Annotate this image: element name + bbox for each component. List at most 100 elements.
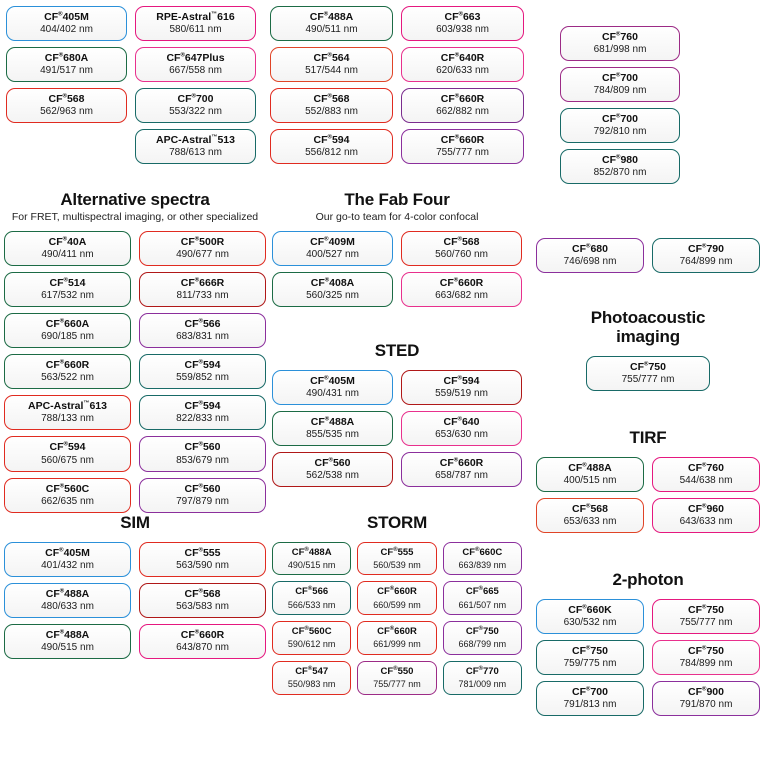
dye-name: CF®660A	[45, 318, 90, 331]
dye-spectra-values: 630/532 nm	[563, 616, 617, 628]
registered-mark-icon: ®	[304, 546, 309, 553]
dye-name: CF®750	[688, 603, 724, 616]
dye-name: RPE-Astral™616	[156, 11, 235, 23]
dye-name: CF®488A	[45, 628, 90, 641]
dye-name: CF®660R	[377, 626, 417, 638]
dye-name: CF®700	[602, 113, 638, 126]
dye-name: CF®547	[295, 666, 329, 678]
dye-name: CF®566	[184, 318, 221, 331]
registered-mark-icon: ®	[702, 604, 707, 611]
dye-spectra-values: 855/535 nm	[306, 428, 359, 440]
dye-name: CF®750	[688, 644, 724, 657]
dye-name: CF®560C	[291, 626, 332, 638]
dye-name: CF®750	[572, 644, 608, 657]
registered-mark-icon: ®	[324, 416, 330, 423]
dye-name: CF®555	[380, 546, 414, 558]
registered-mark-icon: ®	[582, 462, 587, 469]
dye-name: CF®660R	[440, 134, 485, 147]
registered-mark-icon: ®	[198, 483, 203, 490]
dye-spectra-values: 559/519 nm	[435, 387, 488, 399]
registered-mark-icon: ®	[198, 400, 203, 407]
dye-name: CF®560	[184, 441, 221, 454]
dye-spectra-values: 755/777 nm	[679, 616, 733, 628]
